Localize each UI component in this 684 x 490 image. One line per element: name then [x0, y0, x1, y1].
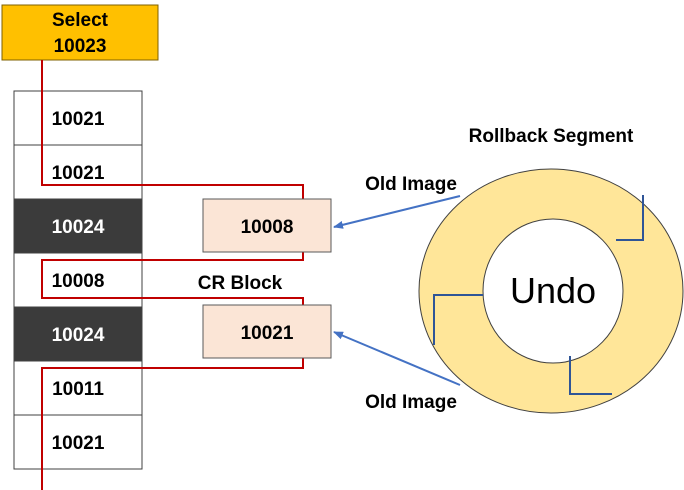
data-block-rect — [13, 360, 143, 416]
cr-block: 10008 — [202, 198, 332, 253]
data-block-cell: 10024 — [13, 306, 143, 362]
data-block-value: 10021 — [52, 433, 105, 454]
data-block-value: 10024 — [52, 217, 105, 238]
data-block-value: 10021 — [52, 109, 105, 130]
cr-block-value: 10021 — [241, 323, 294, 344]
data-block-value: 10024 — [52, 325, 105, 346]
ring-segment-mark-2 — [433, 294, 483, 345]
data-block-rect — [13, 414, 143, 470]
data-block-cell: 10021 — [13, 144, 143, 200]
data-block-cell: 10011 — [13, 360, 143, 416]
cr-block-value: 10008 — [241, 217, 294, 238]
data-block-column: 10021 10021 10024 10008 10024 10011 10021 — [13, 90, 143, 470]
data-block-rect — [13, 198, 143, 254]
scan-path — [41, 60, 304, 490]
data-block-rect — [13, 90, 143, 146]
old-image-label-2: Old Image — [365, 392, 457, 413]
old-image-label-1: Old Image — [365, 174, 457, 195]
data-block-value: 10008 — [52, 271, 105, 292]
rollback-segment-title: Rollback Segment — [469, 126, 634, 147]
cr-block-rect — [202, 304, 332, 359]
data-block-value: 10021 — [52, 163, 105, 184]
cr-block-group: 10008 10021 — [202, 198, 332, 359]
query-line2: 10023 — [54, 36, 107, 57]
query-box: Select 10023 — [1, 4, 159, 61]
data-block-value: 10011 — [52, 379, 104, 400]
data-block-rect — [13, 144, 143, 200]
ring-segment-mark-3 — [569, 356, 612, 395]
cr-block-label: CR Block — [198, 273, 283, 294]
old-image-arrow-1 — [333, 195, 461, 229]
query-line1: Select — [52, 10, 109, 31]
rollback-segment: Rollback Segment Undo — [418, 126, 684, 414]
cr-block-rect — [202, 198, 332, 253]
undo-ring — [418, 168, 684, 414]
data-block-cell: 10024 — [13, 198, 143, 254]
cr-block: 10021 — [202, 304, 332, 359]
ring-segment-mark-1 — [616, 195, 644, 241]
data-block-cell: 10021 — [13, 414, 143, 470]
undo-label: Undo — [510, 270, 596, 311]
data-block-rect — [13, 306, 143, 362]
old-image-arrow-2 — [333, 331, 461, 386]
data-block-cell: 10021 — [13, 90, 143, 146]
